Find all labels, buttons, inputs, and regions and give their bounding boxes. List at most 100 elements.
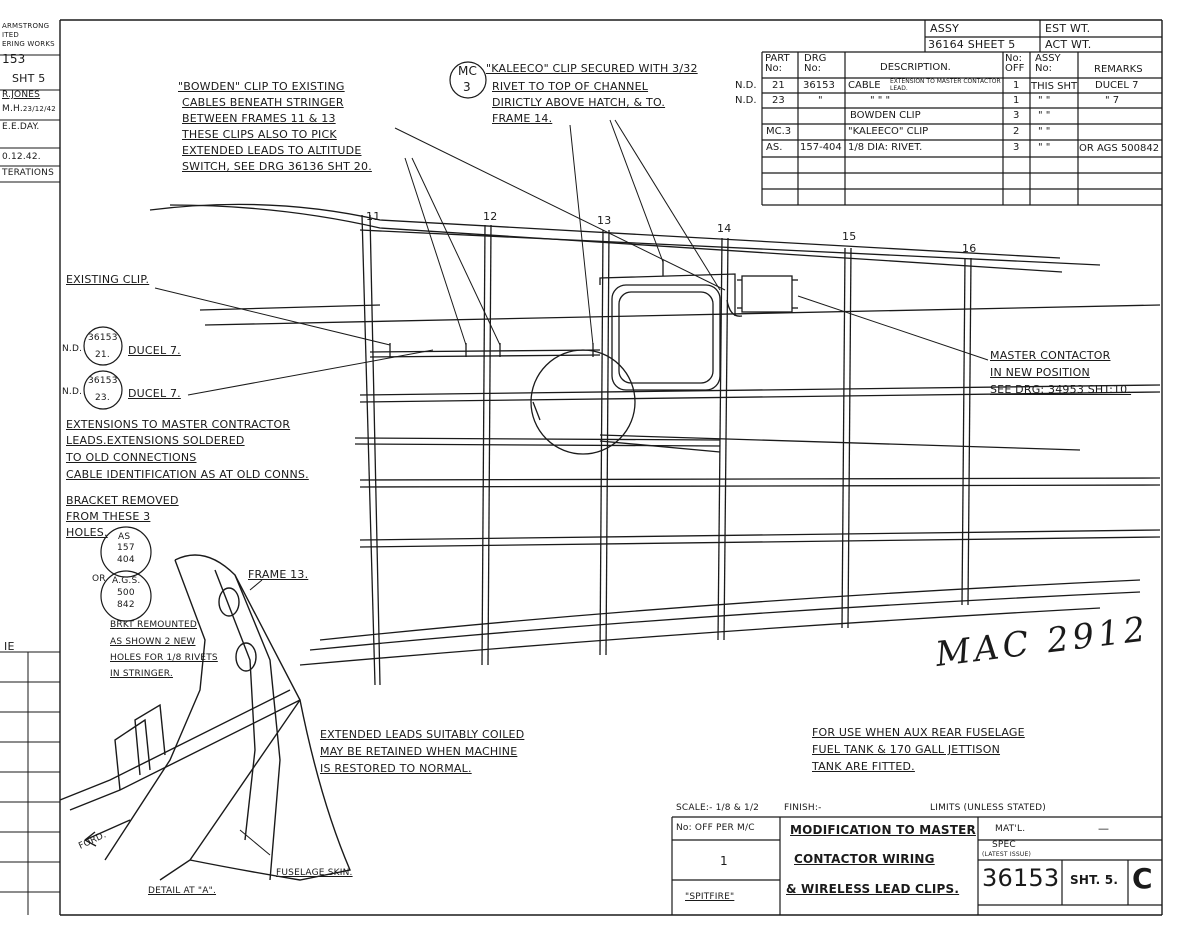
note-bowden-line: CABLES BENEATH STRINGER bbox=[182, 96, 344, 109]
note-extensions-line: LEADS.EXTENSIONS SOLDERED bbox=[66, 434, 245, 447]
callout-part-no: 23. bbox=[95, 393, 110, 403]
note-coiled-line: EXTENDED LEADS SUITABLY COILED bbox=[320, 728, 525, 741]
est-wt-label: EST WT. bbox=[1045, 22, 1091, 35]
bubble-as-mid: 157 bbox=[117, 543, 135, 553]
row-remarks: DUCEL 7 bbox=[1095, 80, 1139, 91]
note-kaleeco-line: RIVET TO TOP OF CHANNEL bbox=[492, 80, 649, 93]
row-assy: " " bbox=[1038, 95, 1051, 106]
row-assy: THIS SHT bbox=[1031, 81, 1078, 92]
title-line: & WIRELESS LEAD CLIPS. bbox=[786, 882, 960, 896]
title-line: MODIFICATION TO MASTER bbox=[790, 823, 976, 837]
bubble-ags-top: A.G.S. bbox=[112, 576, 141, 586]
note-fuel-line: FUEL TANK & 170 GALL JETTISON bbox=[812, 743, 1001, 756]
callout-remarks: DUCEL 7. bbox=[128, 387, 181, 400]
title-no-off-value: 1 bbox=[720, 854, 728, 868]
strip-approved-by: E.E.DAY. bbox=[2, 122, 40, 132]
title-line: CONTACTOR WIRING bbox=[794, 852, 935, 866]
note-bowden-line: BETWEEN FRAMES 11 & 13 bbox=[182, 112, 336, 125]
callout-drawing-no: 36153 bbox=[88, 376, 118, 386]
row-drg: " bbox=[818, 95, 823, 106]
note-brkt-line: AS SHOWN 2 NEW bbox=[110, 637, 196, 647]
bubble-ags-bottom: 842 bbox=[117, 600, 135, 610]
strip-line: ARMSTRONG bbox=[2, 22, 50, 30]
row-desc-small: EXTENSION TO MASTER CONTACTOR LEAD. bbox=[890, 78, 1001, 92]
strip-checked-by: M.H.23/12/42 bbox=[2, 104, 56, 114]
row-assy: " " bbox=[1038, 126, 1051, 137]
callout-prefix: N.D. bbox=[62, 344, 83, 354]
assy-label: ASSY bbox=[930, 22, 960, 35]
title-finish: FINISH:- bbox=[784, 803, 822, 813]
row-remarks: " 7 bbox=[1105, 95, 1120, 106]
strip-line: ITED bbox=[2, 31, 19, 39]
row-part: MC.3 bbox=[766, 126, 792, 137]
row-off: 3 bbox=[1013, 110, 1020, 121]
title-no-off-label: No: OFF PER M/C bbox=[676, 823, 755, 833]
frame-number: 11 bbox=[366, 210, 381, 223]
note-extensions-line: EXTENSIONS TO MASTER CONTRACTOR bbox=[66, 418, 291, 431]
title-matl-value: — bbox=[1098, 822, 1110, 835]
header-description: DESCRIPTION. bbox=[880, 62, 951, 73]
note-brkt-line: BRKT REMOUNTED bbox=[110, 620, 198, 630]
header-no-off: No: OFF bbox=[1005, 53, 1025, 74]
note-bowden-line: SWITCH, SEE DRG 36136 SHT 20. bbox=[182, 160, 372, 173]
strip-drawing-no: 153 bbox=[2, 52, 26, 66]
note-frame13: FRAME 13. bbox=[248, 568, 309, 581]
note-detail-a: DETAIL AT "A". bbox=[148, 886, 217, 896]
row-assy: " " bbox=[1038, 142, 1051, 153]
note-master-contactor-line: SEE DRG: 34953 SHT:10. bbox=[990, 383, 1132, 396]
bubble-as-top: AS bbox=[118, 532, 131, 542]
title-aircraft: "SPITFIRE" bbox=[685, 892, 735, 902]
frame-number: 13 bbox=[597, 214, 612, 227]
strip-line: ERING WORKS bbox=[2, 40, 55, 48]
row-part: 23 bbox=[772, 95, 785, 106]
callout-circles bbox=[83, 61, 487, 622]
frame-number: 15 bbox=[842, 230, 857, 243]
note-fuel-line: FOR USE WHEN AUX REAR FUSELAGE bbox=[812, 726, 1025, 739]
row-part: 21 bbox=[772, 80, 785, 91]
row-off: 1 bbox=[1013, 80, 1020, 91]
callout-drawing-no: 36153 bbox=[88, 333, 118, 343]
title-issue: C bbox=[1132, 862, 1153, 895]
row-desc: " " " bbox=[870, 95, 891, 106]
note-bracket-line: HOLES. bbox=[66, 526, 108, 539]
header-assy-no: ASSY No: bbox=[1035, 53, 1061, 74]
row-drg: 36153 bbox=[803, 80, 835, 91]
strip-sheet: SHT 5 bbox=[12, 72, 46, 85]
note-master-contactor-line: IN NEW POSITION bbox=[990, 366, 1090, 379]
note-bowden-line: THESE CLIPS ALSO TO PICK bbox=[182, 128, 337, 141]
row-desc: "KALEECO" CLIP bbox=[848, 126, 929, 137]
row-desc: BOWDEN CLIP bbox=[850, 110, 921, 121]
row-off: 2 bbox=[1013, 126, 1020, 137]
title-drawing-no: 36153 bbox=[982, 864, 1060, 892]
row-prefix: N.D. bbox=[735, 95, 757, 106]
header-remarks: REMARKS bbox=[1094, 64, 1143, 75]
note-bowden-line: EXTENDED LEADS TO ALTITUDE bbox=[182, 144, 362, 157]
act-wt-label: ACT WT. bbox=[1045, 38, 1092, 51]
note-master-contactor-line: MASTER CONTACTOR bbox=[990, 349, 1111, 362]
row-remarks: OR AGS 500842 bbox=[1079, 143, 1160, 154]
bubble-as-bottom: 404 bbox=[117, 555, 135, 565]
note-bracket-line: FROM THESE 3 bbox=[66, 510, 151, 523]
row-desc: 1/8 DIA: RIVET. bbox=[848, 142, 923, 153]
frame-number: 16 bbox=[962, 242, 977, 255]
callout-part-no: 21. bbox=[95, 350, 110, 360]
title-matl-label: MAT'L. bbox=[995, 824, 1026, 834]
row-off: 3 bbox=[1013, 142, 1020, 153]
note-kaleeco-line: FRAME 14. bbox=[492, 112, 553, 125]
row-off: 1 bbox=[1013, 95, 1020, 106]
note-brkt-line: HOLES FOR 1/8 RIVETS bbox=[110, 653, 218, 663]
strip-drawn-by: R.JONES bbox=[2, 90, 41, 100]
note-fuselage-skin: FUSELAGE SKIN. bbox=[276, 868, 353, 878]
or-label: OR bbox=[92, 574, 106, 584]
title-scale: SCALE:- 1/8 & 1/2 bbox=[676, 803, 760, 813]
frame-number: 14 bbox=[717, 222, 732, 235]
callout-remarks: DUCEL 7. bbox=[128, 344, 181, 357]
row-prefix: N.D. bbox=[735, 80, 757, 91]
callout-prefix: N.D. bbox=[62, 387, 83, 397]
note-existing-clip: EXISTING CLIP. bbox=[66, 273, 150, 286]
title-sheet: SHT. 5. bbox=[1070, 873, 1119, 887]
note-kaleeco-line: DIRICTLY ABOVE HATCH, & TO. bbox=[492, 96, 666, 109]
strip-lower-label: IE bbox=[4, 640, 15, 653]
